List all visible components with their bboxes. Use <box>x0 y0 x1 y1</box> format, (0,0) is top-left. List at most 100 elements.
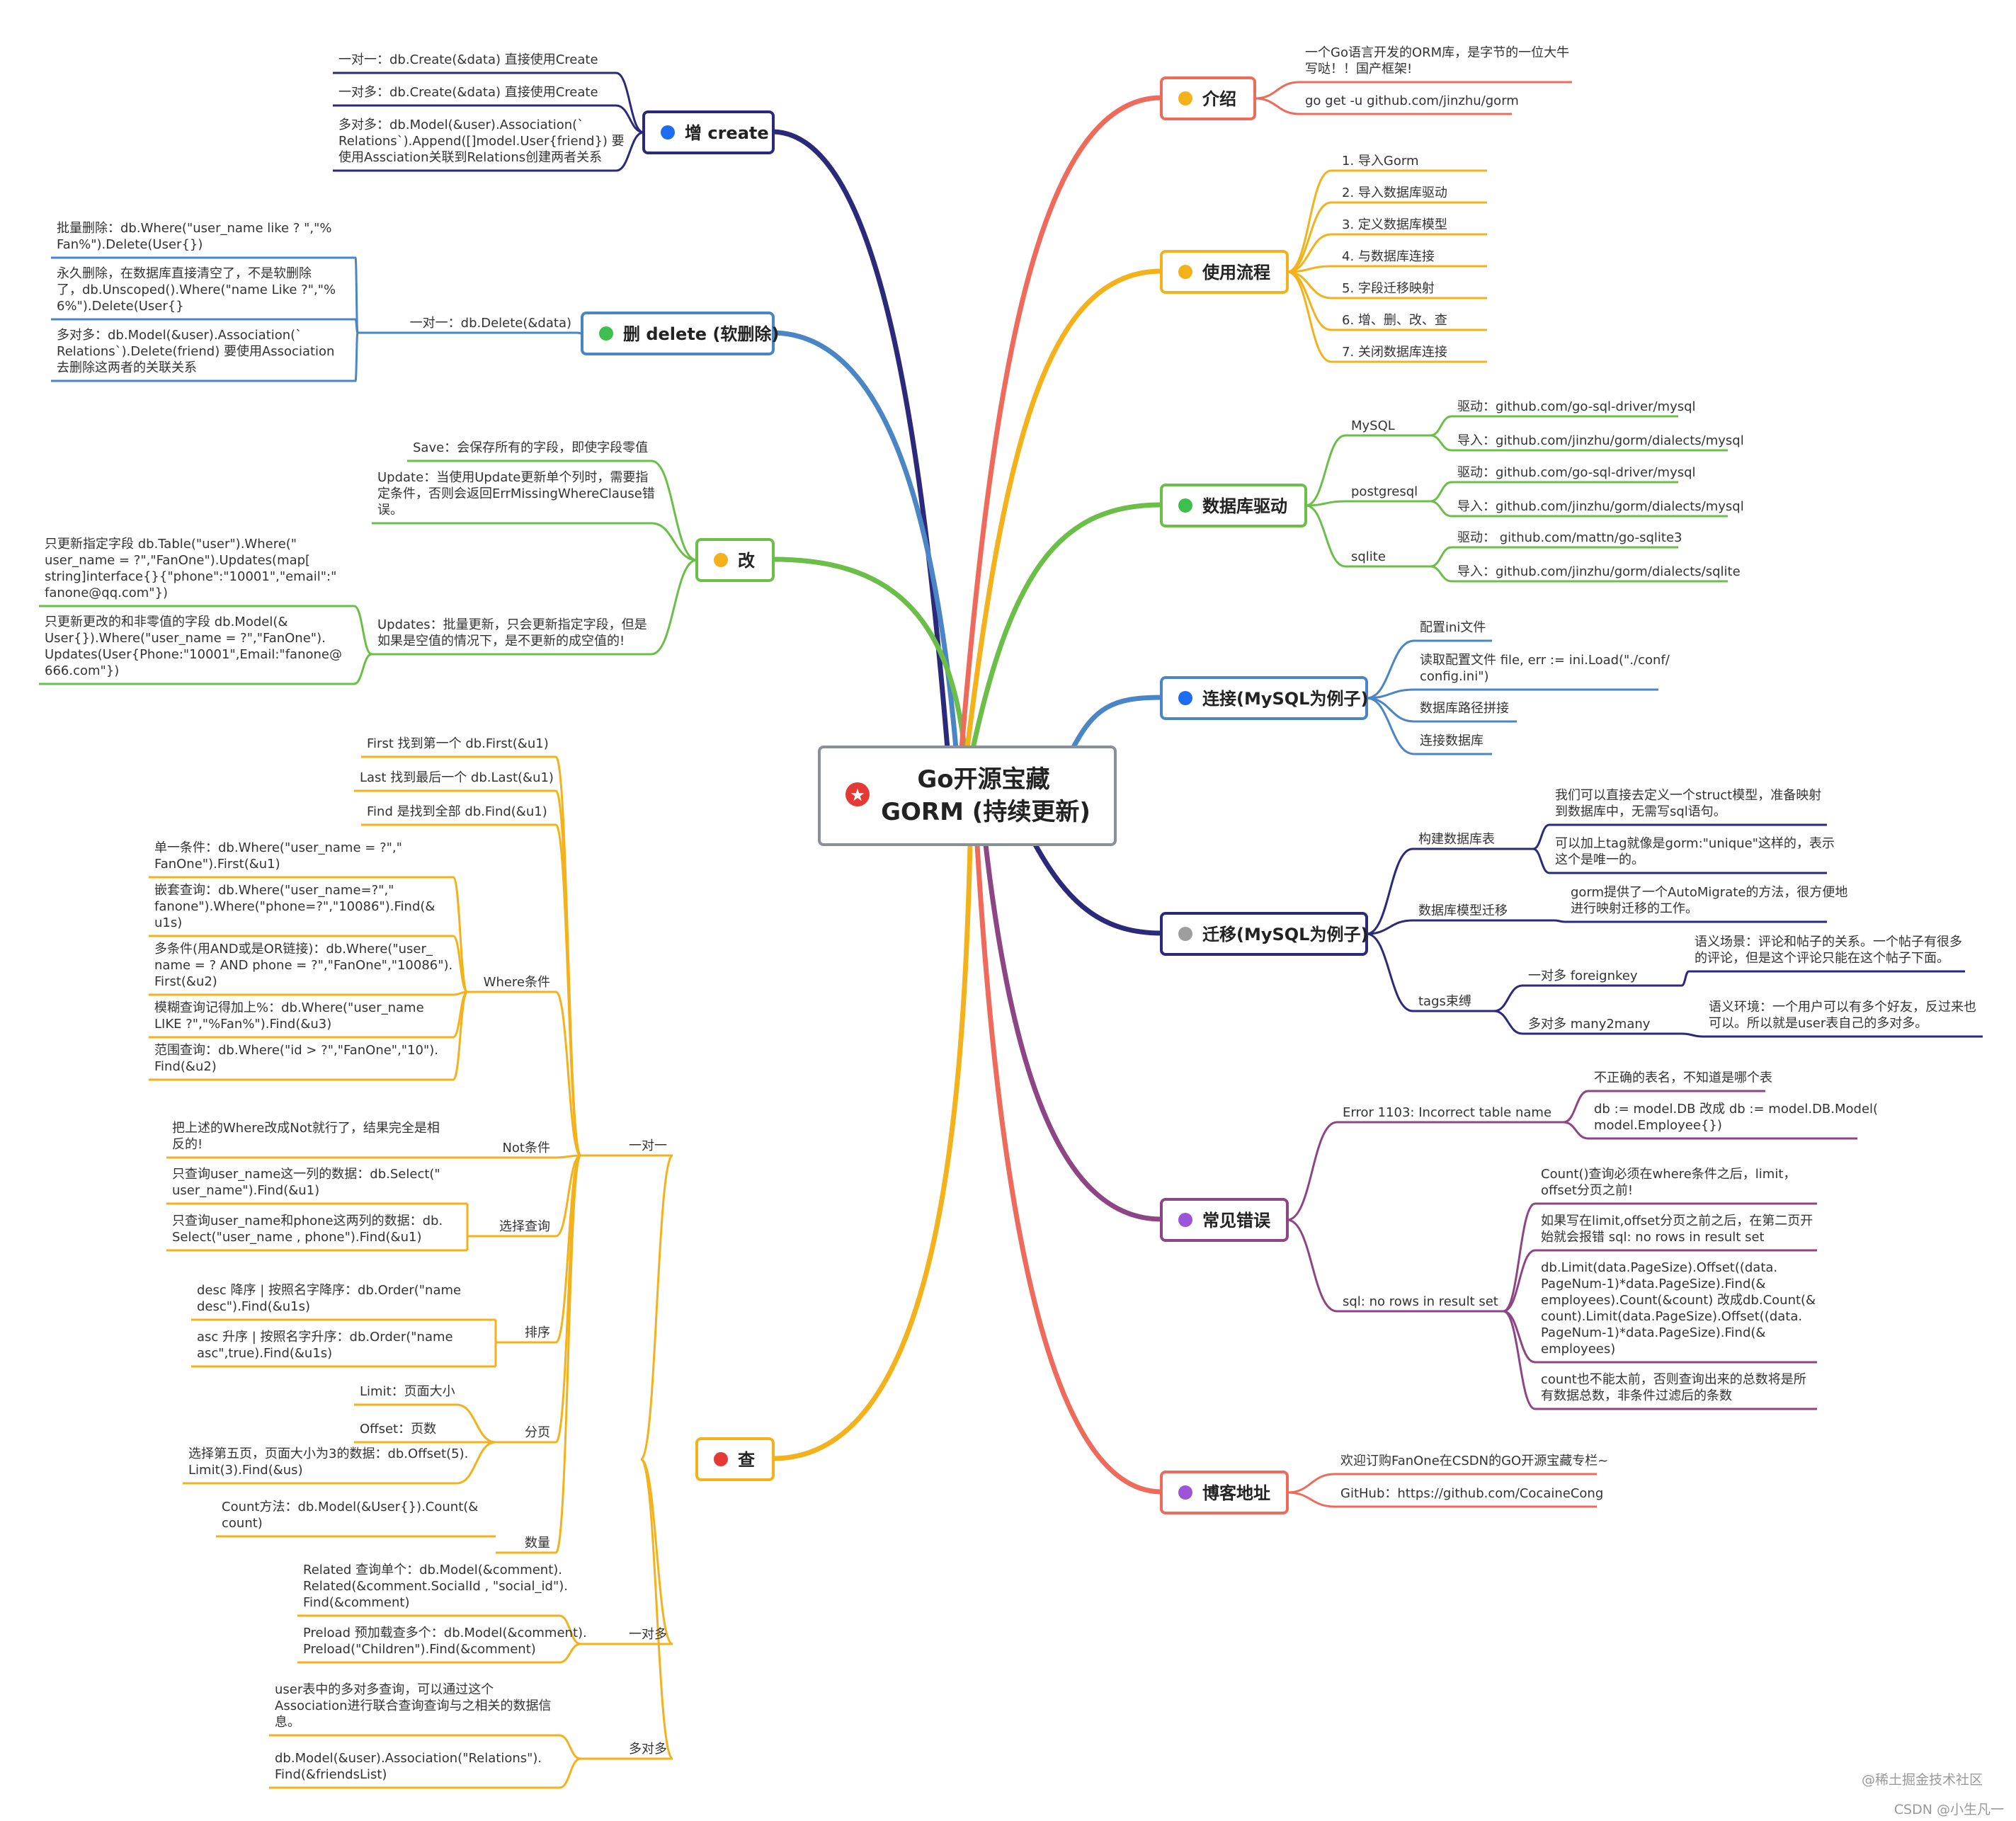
text-line: 批量删除：db.Where("user_name like ? ","% <box>57 221 332 236</box>
text-line: Find 是找到全部 db.Find(&u1) <box>367 804 547 819</box>
watermark-juejin: @稀土掘金技术社区 <box>1862 1772 1983 1788</box>
text-line: 数据库路径拼接 <box>1420 701 1509 716</box>
where-leaf: 多条件(用AND或是OR链接)：db.Where("user_name = ? … <box>154 942 452 989</box>
branch-create[interactable]: 增 create <box>642 110 775 154</box>
branch-link <box>615 72 644 134</box>
branch-label: 删 delete (软删除) <box>623 324 779 344</box>
text-line: asc 升序 | 按照名字升序：db.Order("name <box>197 1330 453 1345</box>
branch-link <box>1366 697 1415 755</box>
branch-link <box>1287 1491 1336 1508</box>
branch-driver[interactable]: 数据库驱动 <box>1160 484 1307 527</box>
branch-link <box>1430 546 1452 568</box>
o2m-leaf: Preload 预加载查多个：db.Model(&comment).Preloa… <box>303 1626 587 1657</box>
branch-link <box>1287 1121 1338 1221</box>
branch-box <box>1160 76 1256 120</box>
branch-link <box>554 1154 582 1554</box>
branch-box <box>1160 484 1307 527</box>
text-line: 语义场景：评论和帖子的关系。一个帖子有很多 <box>1695 935 1962 949</box>
subtopic-label: 多对多 <box>629 1742 667 1757</box>
central-subtitle: GORM (持续更新) <box>881 798 1090 826</box>
text-line: offset分页之前! <box>1541 1183 1633 1198</box>
branch-update[interactable]: 改 <box>695 538 775 582</box>
branch-link <box>1503 1249 1536 1313</box>
text-line: count).Limit(data.PageSize).Offset((data… <box>1541 1309 1802 1324</box>
text-line: First 找到第一个 db.First(&u1) <box>367 736 549 751</box>
driver-leaf: 导入：github.com/jinzhu/gorm/dialects/mysql <box>1457 433 1744 448</box>
branch-delete[interactable]: 删 delete (软删除) <box>581 312 779 355</box>
branch-link <box>1430 500 1452 518</box>
branch-link <box>1366 932 1413 1012</box>
updates-leaf: 只更新指定字段 db.Table("user").Where("user_nam… <box>45 537 336 600</box>
branch-query[interactable]: 查 <box>695 1437 775 1481</box>
branch-migrate[interactable]: 迁移(MySQL为例子) <box>1160 912 1368 956</box>
text-line: 反的! <box>172 1137 203 1152</box>
text-line: 读取配置文件 file, err := ini.Load("./conf/ <box>1420 653 1670 668</box>
branch-link <box>1681 970 1690 987</box>
branch-box <box>642 110 775 154</box>
text-line: Select("user_name , phone").Find(&u1) <box>172 1230 421 1245</box>
page-leaf: Offset：页数 <box>360 1422 436 1437</box>
branch-link <box>1430 415 1452 437</box>
subtopic-label: 构建数据库表 <box>1418 832 1495 847</box>
text-line: db.Limit(data.PageSize).Offset((data. <box>1541 1260 1777 1275</box>
bullet-icon <box>1178 691 1192 705</box>
branch-flow[interactable]: 使用流程 <box>1160 250 1289 294</box>
text-line: 欢迎订购FanOne在CSDN的GO开源宝藏专栏~ <box>1340 1454 1608 1468</box>
branch-label: 常见错误 <box>1202 1211 1271 1231</box>
text-line: 可以加上tag就像是gorm:"unique"这样的，表示 <box>1555 836 1835 851</box>
text-line: 语义环境：一个用户可以有多个好友，反过来也 <box>1709 1000 1976 1015</box>
star-icon <box>845 782 870 806</box>
branch-link <box>1681 1032 1704 1038</box>
q-page3: 选择第五页，页面大小为3的数据：db.Offset(5).Limit(3).Fi… <box>188 1446 468 1478</box>
branch-blog[interactable]: 博客地址 <box>1160 1471 1289 1514</box>
branch-link <box>1366 639 1415 700</box>
branch-link <box>651 559 697 656</box>
vine-create <box>770 129 950 751</box>
branch-link <box>1366 697 1415 723</box>
vine-flow <box>964 268 1164 751</box>
text-line: Association进行联合查询查询与之相关的数据信 <box>275 1699 552 1713</box>
flow-step: 3. 定义数据库模型 <box>1342 217 1447 232</box>
create-leaf: 一对多：db.Create(&data) 直接使用Create <box>338 85 598 100</box>
subtopic-label: 一对多 <box>629 1627 667 1642</box>
branch-link <box>559 1734 581 1760</box>
branch-intro[interactable]: 介绍 <box>1160 76 1256 120</box>
branch-link <box>1430 565 1452 583</box>
text-line: Last 找到最后一个 db.Last(&u1) <box>360 770 554 785</box>
subtopic-label: 分页 <box>525 1425 550 1440</box>
branch-errors[interactable]: 常见错误 <box>1160 1198 1289 1242</box>
bullet-icon <box>1178 265 1192 279</box>
branch-link <box>615 131 644 172</box>
branch-box <box>1160 1198 1289 1242</box>
text-line: 始就会报错 sql: no rows in result set <box>1541 1230 1765 1245</box>
blog-leaf: GitHub：https://github.com/CocaineCong <box>1340 1486 1603 1501</box>
updates-leaf: 只更新更改的和非零值的字段 db.Model(&User{}).Where("u… <box>45 615 342 678</box>
text-line: employees).Count(&count) 改成db.Count(& <box>1541 1293 1816 1308</box>
branch-link <box>1287 270 1332 363</box>
branch-label: 查 <box>738 1450 755 1470</box>
delete-leaf: 永久删除，在数据库直接清空了，不是软删除了，db.Unscoped().Wher… <box>57 266 336 314</box>
branch-connect[interactable]: 连接(MySQL为例子) <box>1160 676 1368 720</box>
text-line: 息。 <box>275 1715 300 1730</box>
text-line: desc 降序 | 按照名字降序：db.Order("name <box>197 1283 461 1298</box>
connect-leaf: 数据库路径拼接 <box>1420 701 1509 716</box>
text-line: count) <box>222 1516 263 1531</box>
branch-box <box>1160 1471 1289 1514</box>
branch-link <box>1366 919 1413 935</box>
subtopic-label: 排序 <box>525 1325 550 1340</box>
branch-link <box>639 1458 674 1760</box>
branch-link <box>456 1441 496 1485</box>
branch-link <box>452 876 469 993</box>
branch-link <box>555 1154 581 1238</box>
subtopic-label: Where条件 <box>484 975 550 990</box>
branch-link <box>452 935 469 993</box>
text-line: 如果写在limit,offset分页之前之后，在第二页开 <box>1541 1214 1813 1228</box>
e2-leaf: db.Limit(data.PageSize).Offset((data.Pag… <box>1541 1260 1816 1357</box>
branch-link <box>1305 434 1346 507</box>
branch-link <box>1366 847 1413 935</box>
text-line: employees) <box>1541 1342 1615 1357</box>
